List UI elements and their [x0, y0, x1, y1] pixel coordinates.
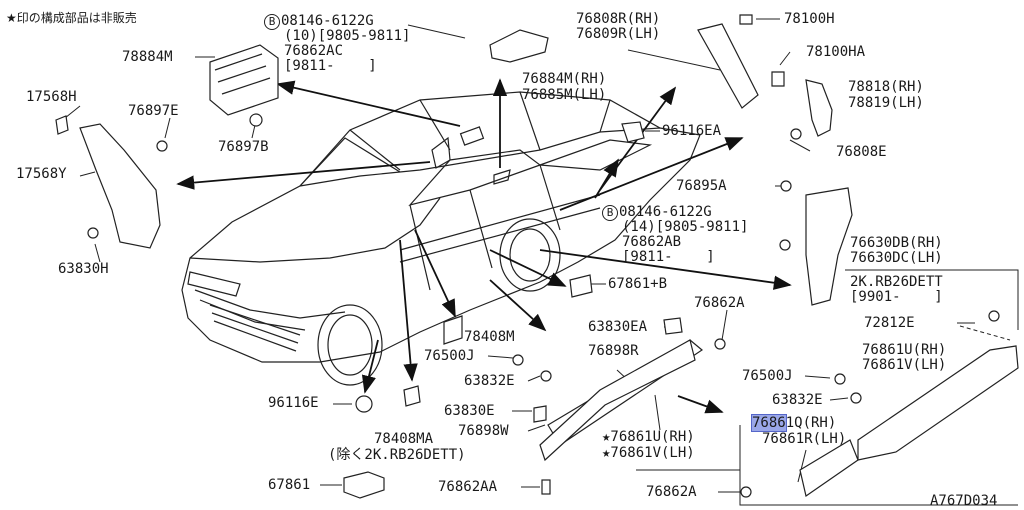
label-78408MA-note: (除く2K.RB26DETT) [328, 447, 466, 463]
label-76861V-star: ★76861V(LH) [602, 445, 695, 461]
label-78408MA: 78408MA [374, 431, 434, 447]
label-08146-mid-text: 08146-6122G [619, 204, 712, 220]
label-63830H: 63830H [58, 261, 109, 277]
component-parts [55, 14, 1019, 499]
label-76884M-rh: 76884M(RH) [522, 71, 607, 87]
label-67861B: 67861+B [608, 276, 668, 292]
label-76862AA: 76862AA [438, 479, 498, 495]
label-76500J-2: 76500J [742, 368, 793, 384]
label-76630DC-lh: 76630DC(LH) [850, 250, 943, 266]
label-08146-top-text: 08146-6122G [281, 13, 374, 29]
label-78819-lh: 78819(LH) [848, 95, 924, 111]
label-78818-rh: 78818(RH) [848, 79, 924, 95]
label-76808R-rh: 76808R(RH) [576, 11, 661, 27]
label-76861U-star: ★76861U(RH) [602, 429, 695, 445]
label-78100HA: 78100HA [806, 44, 866, 60]
label-08146-mid-sub: (14)[9805-9811] [622, 219, 749, 235]
variant-box-sub: [9901- ] [850, 289, 943, 305]
label-67861: 67861 [268, 477, 311, 493]
label-76861V-lh: 76861V(LH) [862, 357, 947, 373]
dashed-guide [959, 325, 1011, 341]
label-96116E: 96116E [268, 395, 319, 411]
label-78100H: 78100H [784, 11, 835, 27]
variant-box-top [845, 269, 1019, 330]
label-76862AB: 76862AB [622, 234, 682, 250]
label-76897E: 76897E [128, 103, 179, 119]
label-76862A: 76862A [694, 295, 745, 311]
label-63832E-2: 63832E [772, 392, 823, 408]
label-76500J-1: 76500J [424, 348, 475, 364]
highlighted-part-number[interactable]: 7686 [751, 414, 787, 432]
label-76630DB-rh: 76630DB(RH) [850, 235, 943, 251]
label-72812E: 72812E [864, 315, 915, 331]
label-76898W: 76898W [458, 423, 509, 439]
label-76862AC-sub: [9811- ] [284, 58, 377, 74]
label-76808E: 76808E [836, 144, 887, 160]
label-76861U-rh: 76861U(RH) [862, 342, 947, 358]
label-63830E: 63830E [444, 403, 495, 419]
label-76862AB-sub: [9811- ] [622, 249, 715, 265]
label-76898R: 76898R [588, 343, 639, 359]
circle-b-icon-2: B [602, 205, 618, 221]
label-76809R-lh: 76809R(LH) [576, 26, 661, 42]
variant-box-bottom [739, 425, 1018, 506]
label-63830EA: 63830EA [588, 319, 648, 335]
label-76861R-lh: 76861R(LH) [762, 431, 847, 447]
label-78884M: 78884M [122, 49, 173, 65]
leader-lines [64, 18, 975, 493]
label-96116EA: 96116EA [662, 123, 722, 139]
label-76862AC: 76862AC [284, 43, 344, 59]
variant-box-title: 2K.RB26DETT [850, 274, 943, 290]
label-63832E-1: 63832E [464, 373, 515, 389]
label-76895A: 76895A [676, 178, 727, 194]
label-76861Q-rh: 76861Q(RH) [751, 414, 837, 432]
label-17568Y: 17568Y [16, 166, 67, 182]
circle-b-icon: B [264, 14, 280, 30]
label-76861Q-rest: 1Q(RH) [785, 415, 837, 431]
header-note: ★印の構成部品は非販売 [6, 11, 137, 25]
label-78408M: 78408M [464, 329, 515, 345]
car-body-outline [181, 91, 701, 386]
label-76885M-lh: 76885M(LH) [522, 87, 607, 103]
label-76897B: 76897B [218, 139, 269, 155]
label-17568H: 17568H [26, 89, 77, 105]
label-76862A-2: 76862A [646, 484, 697, 500]
diagram-id: A767D034 [930, 493, 998, 509]
label-08146-top-sub: (10)[9805-9811] [284, 28, 411, 44]
